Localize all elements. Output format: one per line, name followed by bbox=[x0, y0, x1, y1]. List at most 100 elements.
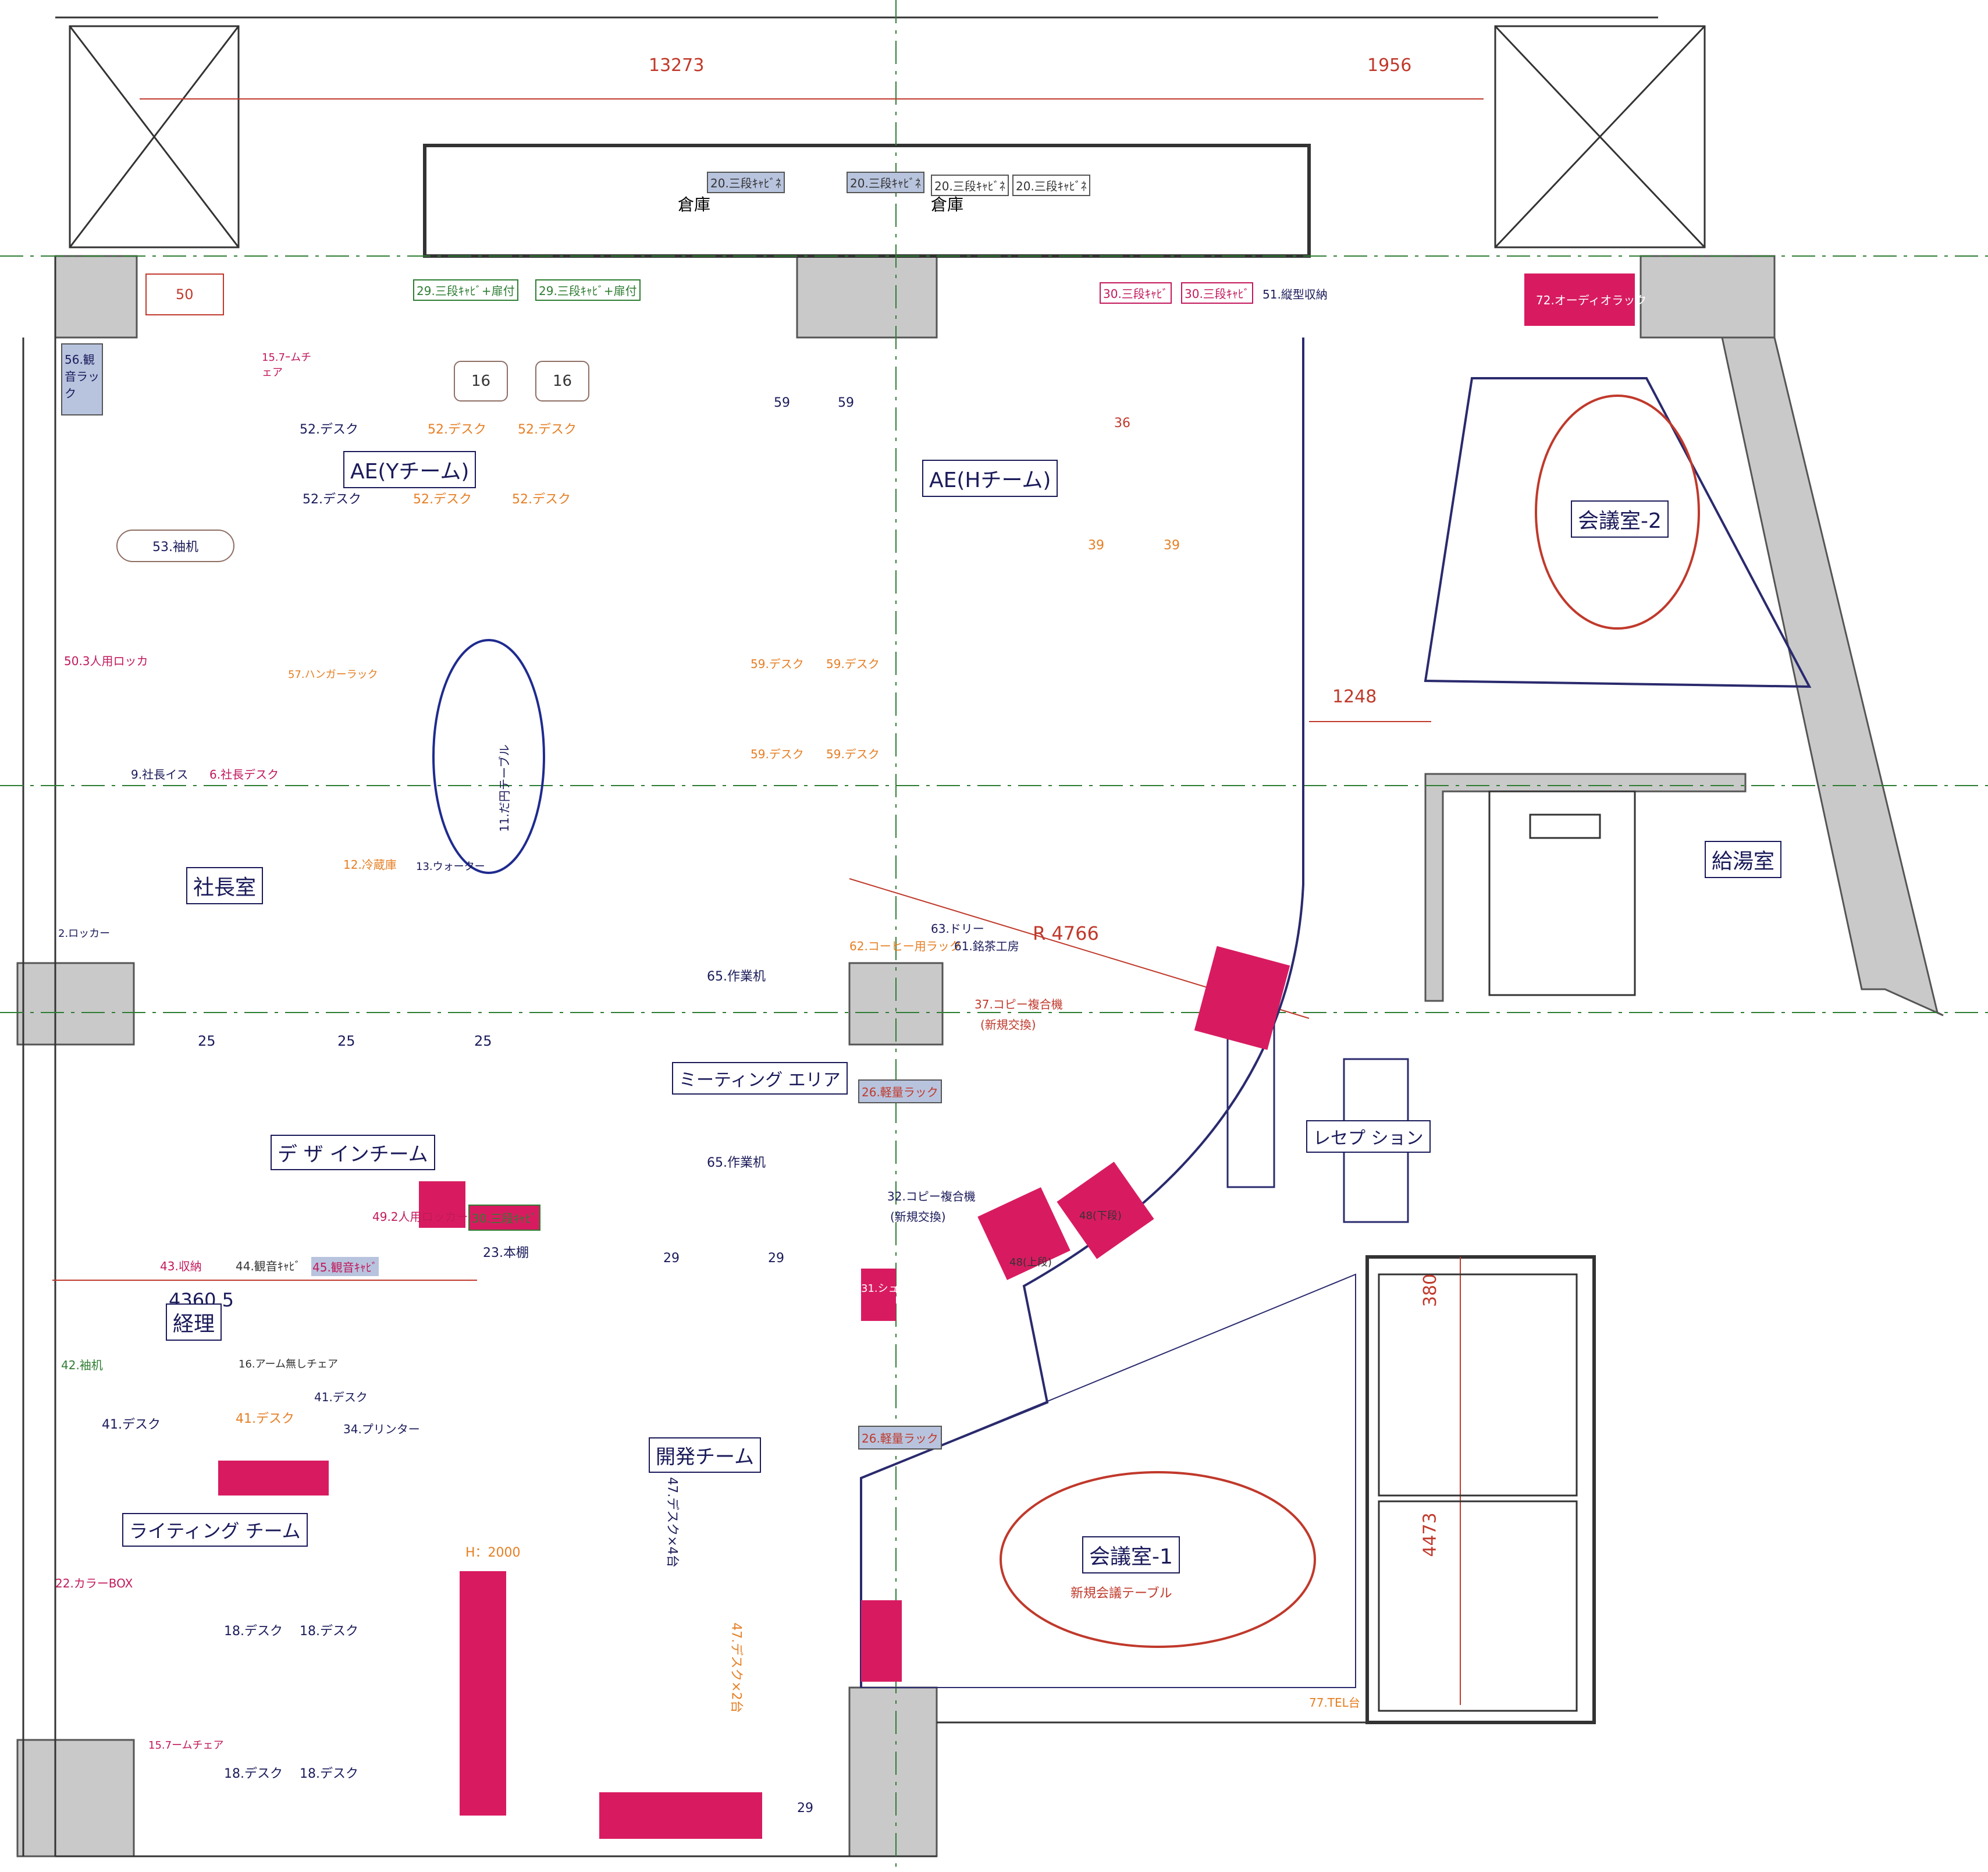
chair15-7b: 15.7ームチェア bbox=[148, 1739, 224, 1752]
label-50-top: 50 bbox=[145, 273, 224, 315]
column-bottom-left bbox=[16, 1739, 135, 1857]
desk18-d: 18.デスク bbox=[300, 1767, 358, 1781]
desk52-e: 52.デスク bbox=[413, 492, 472, 507]
meeting-table-2 bbox=[1535, 395, 1700, 630]
desk18-c: 18.デスク bbox=[224, 1767, 283, 1781]
wall-right-diag bbox=[1641, 336, 1944, 1017]
room-ae-h: AE(Hチーム) bbox=[922, 460, 1058, 497]
desk41-a: 41.デスク bbox=[102, 1418, 161, 1432]
room-storage-b: 倉庫 bbox=[931, 195, 964, 214]
desk47b-label: 47.デスク×2台 bbox=[728, 1622, 744, 1713]
elevator bbox=[1488, 790, 1636, 996]
storage43: 43.収納 bbox=[160, 1259, 202, 1273]
cab20-a: 20.三段ｷｬﾋﾞﾈ bbox=[707, 172, 785, 193]
label-29-a: 29 bbox=[663, 1251, 680, 1266]
room-kitchen: 給湯室 bbox=[1705, 841, 1782, 878]
cab20-b: 20.三段ｷｬﾋﾞﾈ bbox=[847, 172, 924, 193]
copier37: 37.コピー複合機 bbox=[975, 997, 1063, 1011]
label-16-a: 16 bbox=[454, 361, 508, 402]
balcony-box-1 bbox=[69, 25, 240, 248]
label-36: 36 bbox=[1114, 416, 1130, 431]
copier-block bbox=[1194, 946, 1290, 1050]
drawer53: 53.袖机 bbox=[116, 530, 234, 562]
cab29-a: 29.三段ｷｬﾋﾞ+扉付 bbox=[413, 279, 518, 301]
oval11: 11.だ円テーブル bbox=[497, 744, 511, 832]
cab30-b: 30.三段ｷｬﾋﾞ bbox=[1181, 282, 1253, 304]
column-left-mid bbox=[16, 962, 135, 1046]
block-48 bbox=[460, 1571, 506, 1816]
hanger57: 57.ハンガーラック bbox=[288, 669, 378, 681]
dolly63: 63.ドリー bbox=[931, 922, 984, 936]
chair15-7: 15.7ｰムチェア bbox=[262, 351, 312, 379]
chair9: 9.社長イス bbox=[131, 768, 189, 782]
copier32-new: (新規交換) bbox=[890, 1210, 946, 1224]
desk6: 6.社長デスク bbox=[209, 768, 279, 782]
desk59-c: 59.デスク bbox=[751, 747, 804, 761]
desk59-b: 59.デスク bbox=[826, 657, 880, 671]
shredder bbox=[861, 1269, 896, 1321]
cab20-d: 20.三段ｷｬﾋﾞﾈ bbox=[1012, 175, 1090, 196]
block-48-lower bbox=[1057, 1161, 1154, 1259]
column-top-right bbox=[1640, 255, 1776, 339]
desk52-a: 52.デスク bbox=[300, 422, 358, 437]
label-25-b: 25 bbox=[337, 1033, 355, 1049]
desk18-b: 18.デスク bbox=[300, 1624, 358, 1639]
dim-text-radius: R 4766 bbox=[1033, 922, 1099, 944]
room-dev: 開発チーム bbox=[649, 1437, 761, 1473]
dim-text-1248: 1248 bbox=[1332, 687, 1377, 707]
water13: 13.ウォーター bbox=[416, 861, 485, 873]
room-ae-y: AE(Yチーム) bbox=[343, 451, 476, 488]
rack26-b: 26.軽量ラック bbox=[858, 1426, 942, 1450]
box22: 22.カラーBOX bbox=[55, 1576, 133, 1590]
dim-text-1956: 1956 bbox=[1367, 55, 1412, 76]
copier37-new: (新規交換) bbox=[980, 1018, 1036, 1032]
column-bottom-mid bbox=[848, 1686, 938, 1857]
tel77: 77.TEL台 bbox=[1309, 1696, 1360, 1710]
printer34: 34.プリンター bbox=[343, 1422, 420, 1436]
desk59-d: 59.デスク bbox=[826, 747, 880, 761]
room-writing: ライティング チーム bbox=[122, 1513, 308, 1547]
storage-block bbox=[423, 144, 1311, 258]
table65-b: 65.作業机 bbox=[707, 1156, 766, 1170]
meeting-table-1 bbox=[1000, 1471, 1316, 1648]
locker-49 bbox=[419, 1181, 465, 1228]
cab30-a: 30.三段ｷｬﾋﾞ bbox=[1100, 282, 1172, 304]
right-room-2 bbox=[1378, 1500, 1578, 1712]
room-meeting-area: ミーティング エリア bbox=[672, 1062, 848, 1095]
meeting-room-1-boundary bbox=[860, 1273, 1356, 1688]
room-meeting-1: 会議室-1 bbox=[1082, 1536, 1180, 1573]
shelf23: 23.本棚 bbox=[483, 1246, 529, 1260]
cab44: 44.観音ｷｬﾋﾞ bbox=[236, 1259, 301, 1273]
room-design: デ ザ インチーム bbox=[271, 1135, 435, 1170]
meeting-room-2-boundary bbox=[1424, 377, 1812, 688]
label-39-a: 39 bbox=[1088, 538, 1104, 553]
table65-a: 65.作業机 bbox=[707, 969, 766, 984]
dim-text-13273: 13273 bbox=[649, 55, 705, 76]
locker50: 50.3人用ロッカ bbox=[64, 654, 148, 668]
room-accounting: 経理 bbox=[166, 1303, 222, 1341]
label-16-b: 16 bbox=[535, 361, 590, 402]
desk52-d: 52.デスク bbox=[303, 492, 361, 507]
label-59-a: 59 bbox=[774, 396, 790, 410]
balcony-x bbox=[1494, 25, 1706, 248]
block-21 bbox=[218, 1461, 329, 1496]
room-president: 社長室 bbox=[186, 867, 264, 904]
label-25-a: 25 bbox=[198, 1033, 216, 1049]
rack72: 72.オーディオラック bbox=[1536, 293, 1647, 307]
dim-text-380: 380 bbox=[1420, 1273, 1441, 1308]
block-29-right bbox=[861, 1600, 902, 1682]
column-top-mid bbox=[796, 255, 938, 339]
dim-text-4473: 4473 bbox=[1420, 1512, 1441, 1557]
block-29 bbox=[599, 1792, 762, 1839]
cab29-b: 29.三段ｷｬﾋﾞ+扉付 bbox=[535, 279, 641, 301]
rack56: 56.観音ラック bbox=[61, 343, 103, 415]
coffee62: 62.コーヒー用ラック bbox=[849, 939, 961, 953]
drawer42: 42.袖机 bbox=[61, 1358, 103, 1372]
room-meeting-2: 会議室-2 bbox=[1571, 500, 1669, 538]
desk52-f: 52.デスク bbox=[512, 492, 571, 507]
locker49: 49.2人用ロッカー bbox=[372, 1210, 468, 1224]
cab30-c: 30.三段ｷｬﾋﾞ bbox=[468, 1205, 540, 1231]
label-29-c: 29 bbox=[797, 1801, 813, 1816]
balcony-x bbox=[69, 26, 240, 248]
